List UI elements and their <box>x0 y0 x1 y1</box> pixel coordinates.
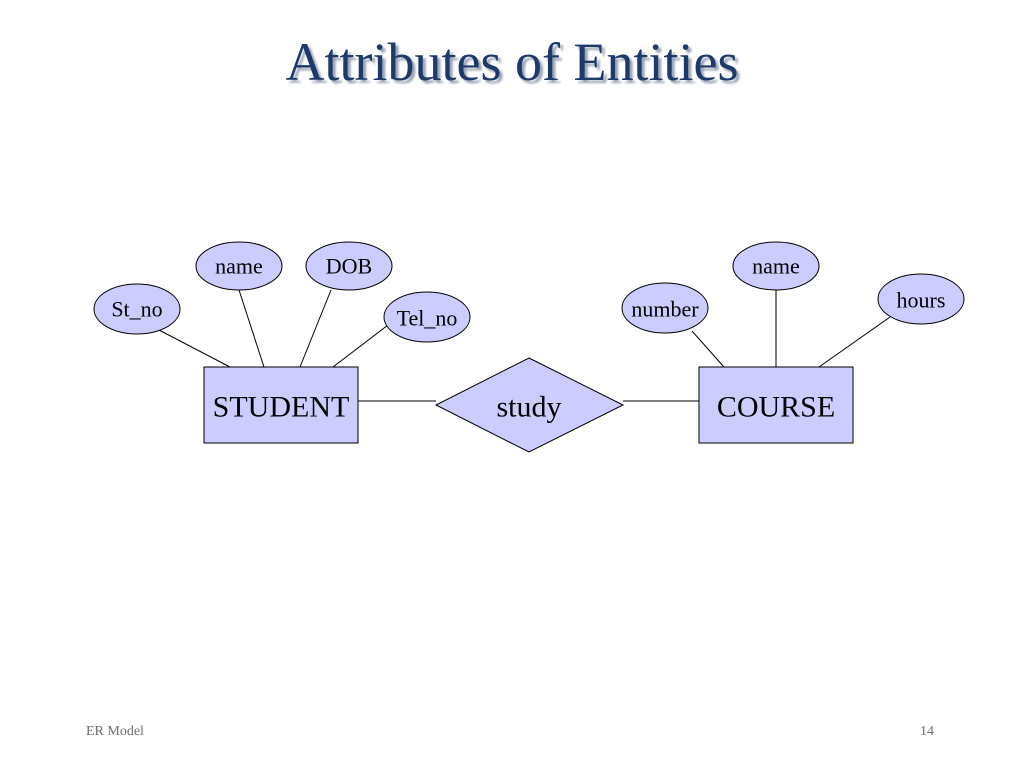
connector-student-name <box>238 289 265 368</box>
attribute-st-no: St_no <box>93 283 181 335</box>
attribute-label: Tel_no <box>397 306 458 331</box>
entity-student: STUDENT <box>203 366 359 444</box>
attribute-ellipse <box>621 282 709 334</box>
connector-st-no <box>158 329 231 368</box>
attribute-ellipse <box>732 241 820 291</box>
page-number: 14 <box>920 724 934 739</box>
relationship-diamond <box>434 357 625 453</box>
attribute-label: DOB <box>326 254 372 279</box>
attribute-student-name: name <box>195 241 283 291</box>
entity-label: STUDENT <box>213 391 350 424</box>
connector-lines <box>158 289 891 402</box>
attribute-hours: hours <box>877 273 965 325</box>
attribute-number: number <box>621 282 709 334</box>
attribute-ellipse <box>93 283 181 335</box>
footer-label: ER Model <box>86 724 144 739</box>
entity-box <box>698 366 854 444</box>
attribute-course-name: name <box>732 241 820 291</box>
connector-number <box>691 330 725 368</box>
attribute-ellipse <box>877 273 965 325</box>
attribute-label: St_no <box>111 297 162 322</box>
connector-hours <box>818 316 891 368</box>
attribute-ellipse <box>195 241 283 291</box>
attribute-ellipse <box>305 241 393 291</box>
attribute-label: name <box>215 254 263 279</box>
attribute-dob: DOB <box>305 241 393 291</box>
attribute-tel-no: Tel_no <box>383 291 471 343</box>
relationship-label: study <box>496 391 561 424</box>
attribute-label: hours <box>897 288 946 313</box>
entity-label: COURSE <box>717 391 835 424</box>
relationship-study: study <box>434 357 625 453</box>
connector-dob <box>299 289 332 368</box>
attribute-label: name <box>752 254 800 279</box>
entity-course: COURSE <box>698 366 854 444</box>
entity-box <box>203 366 359 444</box>
attribute-label: number <box>631 297 699 322</box>
attribute-ellipse <box>383 291 471 343</box>
connector-tel-no <box>332 324 389 368</box>
slide-title: Attributes of Entities <box>285 32 739 92</box>
